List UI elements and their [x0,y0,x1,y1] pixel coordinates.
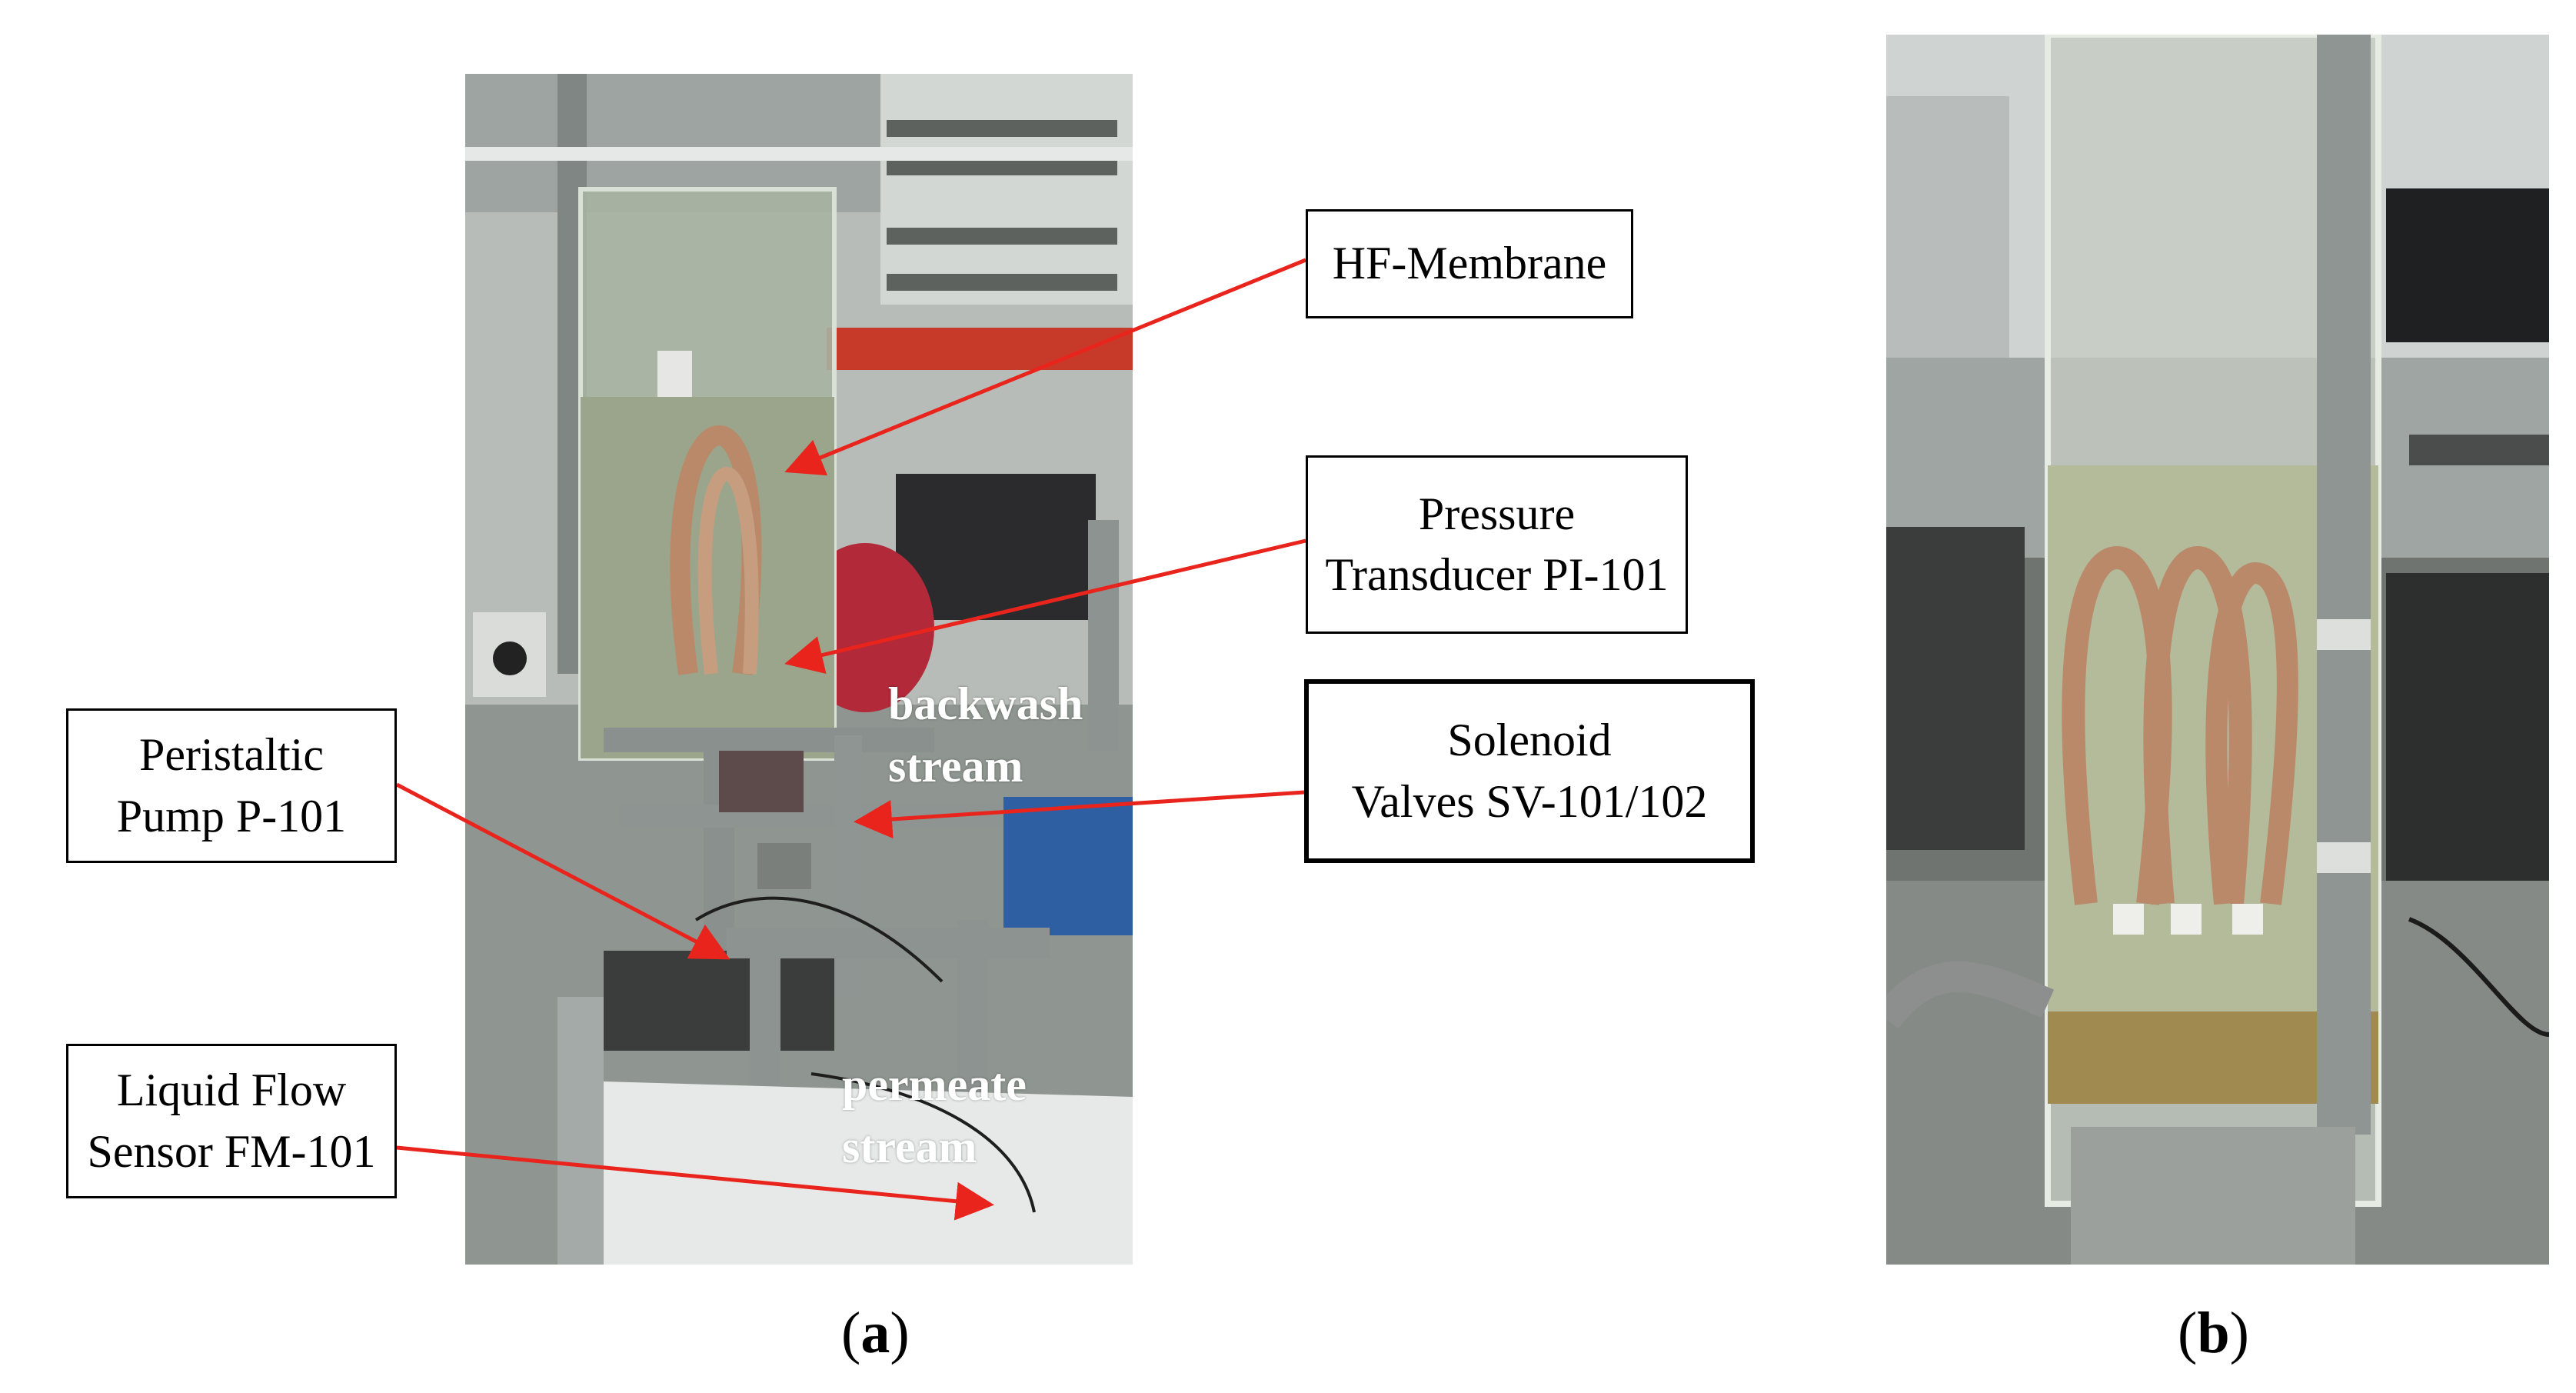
pressure-transducer-line1: Pressure [1418,488,1576,539]
reactor-closeup-illustration [1886,35,2549,1265]
panel-b-caption: (b) [2178,1300,2249,1367]
liquid-flow-sensor-line2: Sensor FM-101 [87,1125,376,1177]
permeate-stream-line1: permeate [842,1059,1027,1110]
reactor-closeup-photo [1886,35,2549,1265]
solenoid-valves-label: Solenoid Valves SV-101/102 [1304,679,1755,863]
solenoid-valves-line2: Valves SV-101/102 [1351,775,1708,827]
peristaltic-pump-label: Peristaltic Pump P-101 [66,708,397,863]
panel-b-caption-close: ) [2229,1301,2249,1365]
peristaltic-pump-line2: Pump P-101 [116,790,347,841]
liquid-flow-sensor-line1: Liquid Flow [116,1065,347,1116]
panel-a-caption-letter: a [860,1301,890,1365]
lab-setup-illustration [465,74,1133,1265]
solenoid-valves-line1: Solenoid [1447,715,1612,766]
backwash-stream-line1: backwash [888,678,1083,729]
hf-membrane-label: HF-Membrane [1306,209,1633,318]
permeate-stream-label: permeate stream [842,1054,1027,1178]
panel-a-caption-close: ) [890,1301,910,1365]
panel-a-caption: (a) [841,1300,910,1367]
backwash-stream-line2: stream [888,741,1023,791]
pressure-transducer-label: Pressure Transducer PI-101 [1306,455,1688,634]
backwash-stream-label: backwash stream [888,673,1083,798]
panel-b-caption-letter: b [2197,1301,2230,1365]
hf-membrane-text: HF-Membrane [1332,238,1607,289]
pressure-transducer-line2: Transducer PI-101 [1325,549,1669,600]
permeate-stream-line2: stream [842,1121,977,1172]
peristaltic-pump-line1: Peristaltic [139,729,324,781]
liquid-flow-sensor-label: Liquid Flow Sensor FM-101 [66,1044,397,1198]
lab-setup-photo [465,74,1133,1265]
panel-a-caption-open: ( [841,1301,861,1365]
panel-b-caption-open: ( [2178,1301,2198,1365]
